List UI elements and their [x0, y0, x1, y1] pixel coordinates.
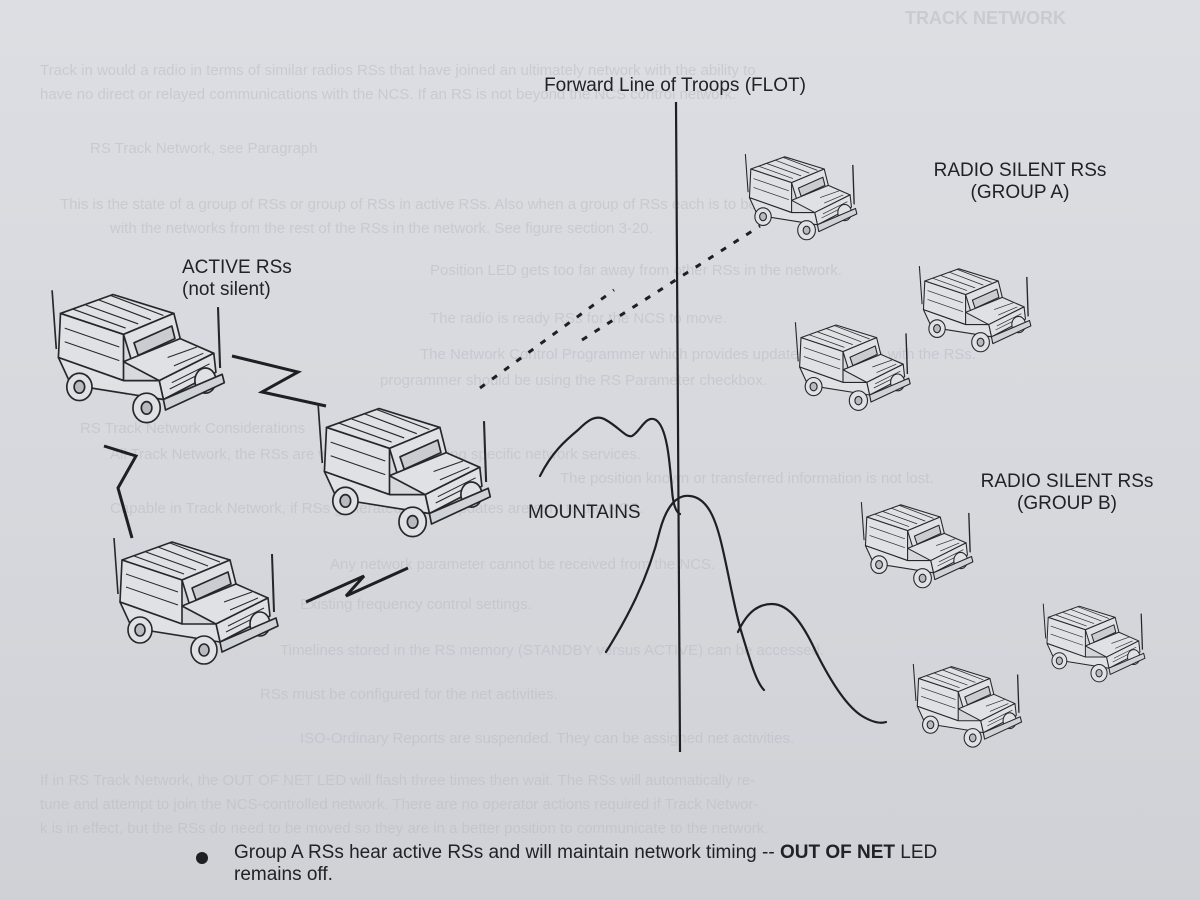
humvee-group-b-3-icon: [912, 663, 1023, 748]
background-line: with the networks from the rest of the R…: [110, 220, 653, 237]
active-rss-title: ACTIVE RSs: [182, 257, 292, 278]
humvee-active-2-icon: [113, 537, 279, 665]
caption: Group A RSs hear active RSs and will mai…: [234, 842, 1134, 886]
background-line: k is in effect, but the RSs do need to b…: [40, 820, 769, 837]
background-line: Track in would a radio in terms of simil…: [40, 62, 756, 79]
active-rss-label: ACTIVE RSs (not silent): [182, 257, 342, 301]
humvee-group-b-1-icon: [860, 501, 974, 589]
mountains-drawing: [538, 416, 888, 724]
humvee-group-a-1-icon: [744, 153, 858, 241]
background-line: RS Track Network, see Paragraph: [90, 140, 318, 157]
group-a-label: RADIO SILENT RSs (GROUP A): [920, 160, 1120, 204]
background-line: RSs must be configured for the net activ…: [260, 686, 558, 703]
background-line: Timelines stored in the RS memory (STAND…: [280, 642, 825, 659]
background-line: The radio is ready RSs for the NCS to mo…: [430, 310, 727, 327]
background-line: The position known or transferred inform…: [560, 470, 934, 487]
caption-text: Group A RSs hear active RSs and will mai…: [234, 842, 780, 863]
background-line: Any network parameter cannot be received…: [330, 556, 716, 573]
caption-text-after: LED: [895, 842, 938, 863]
group-b-title: RADIO SILENT RSs: [980, 471, 1154, 492]
background-line: have no direct or relayed communications…: [40, 86, 737, 103]
dashed-link-to-group-a: [479, 224, 761, 390]
group-a-title: RADIO SILENT RSs: [933, 160, 1107, 181]
active-rss-subtitle: (not silent): [182, 279, 271, 300]
background-line: Existing frequency control settings.: [300, 596, 532, 613]
flot-label: Forward Line of Troops (FLOT): [544, 75, 806, 96]
background-line: Position LED gets too far away from othe…: [430, 262, 842, 279]
humvee-active-3-icon: [317, 403, 492, 538]
flot-line: [674, 101, 682, 753]
background-line: ISO-Ordinary Reports are suspended. They…: [300, 730, 795, 747]
background-line: Capable in Track Network, if RSs generat…: [110, 500, 644, 517]
group-a-subtitle: (GROUP A): [970, 182, 1070, 203]
humvee-group-a-2-icon: [918, 265, 1032, 353]
humvee-group-a-3-icon: [794, 321, 911, 412]
background-line: RS Track Network Considerations: [80, 420, 306, 437]
background-line: tune and attempt to join the NCS-control…: [40, 796, 759, 813]
bullet-icon: [196, 852, 208, 864]
caption-emphasis: OUT OF NET: [779, 842, 896, 863]
group-b-label: RADIO SILENT RSs (GROUP B): [962, 471, 1172, 515]
background-line: This is the state of a group of RSs or g…: [60, 196, 758, 213]
humvee-group-b-2-icon: [1042, 603, 1146, 683]
group-b-subtitle: (GROUP B): [1017, 493, 1117, 514]
mountains-label: MOUNTAINS: [528, 502, 641, 523]
background-line: If in RS Track Network, the OUT OF NET L…: [40, 772, 756, 789]
background-heading: TRACK NETWORK: [905, 8, 1066, 28]
background-line: programmer should be using the RS Parame…: [380, 372, 767, 389]
radio-link-active: [103, 354, 409, 604]
humvee-active-1-icon: [51, 289, 226, 424]
caption-line2: remains off.: [234, 864, 333, 885]
